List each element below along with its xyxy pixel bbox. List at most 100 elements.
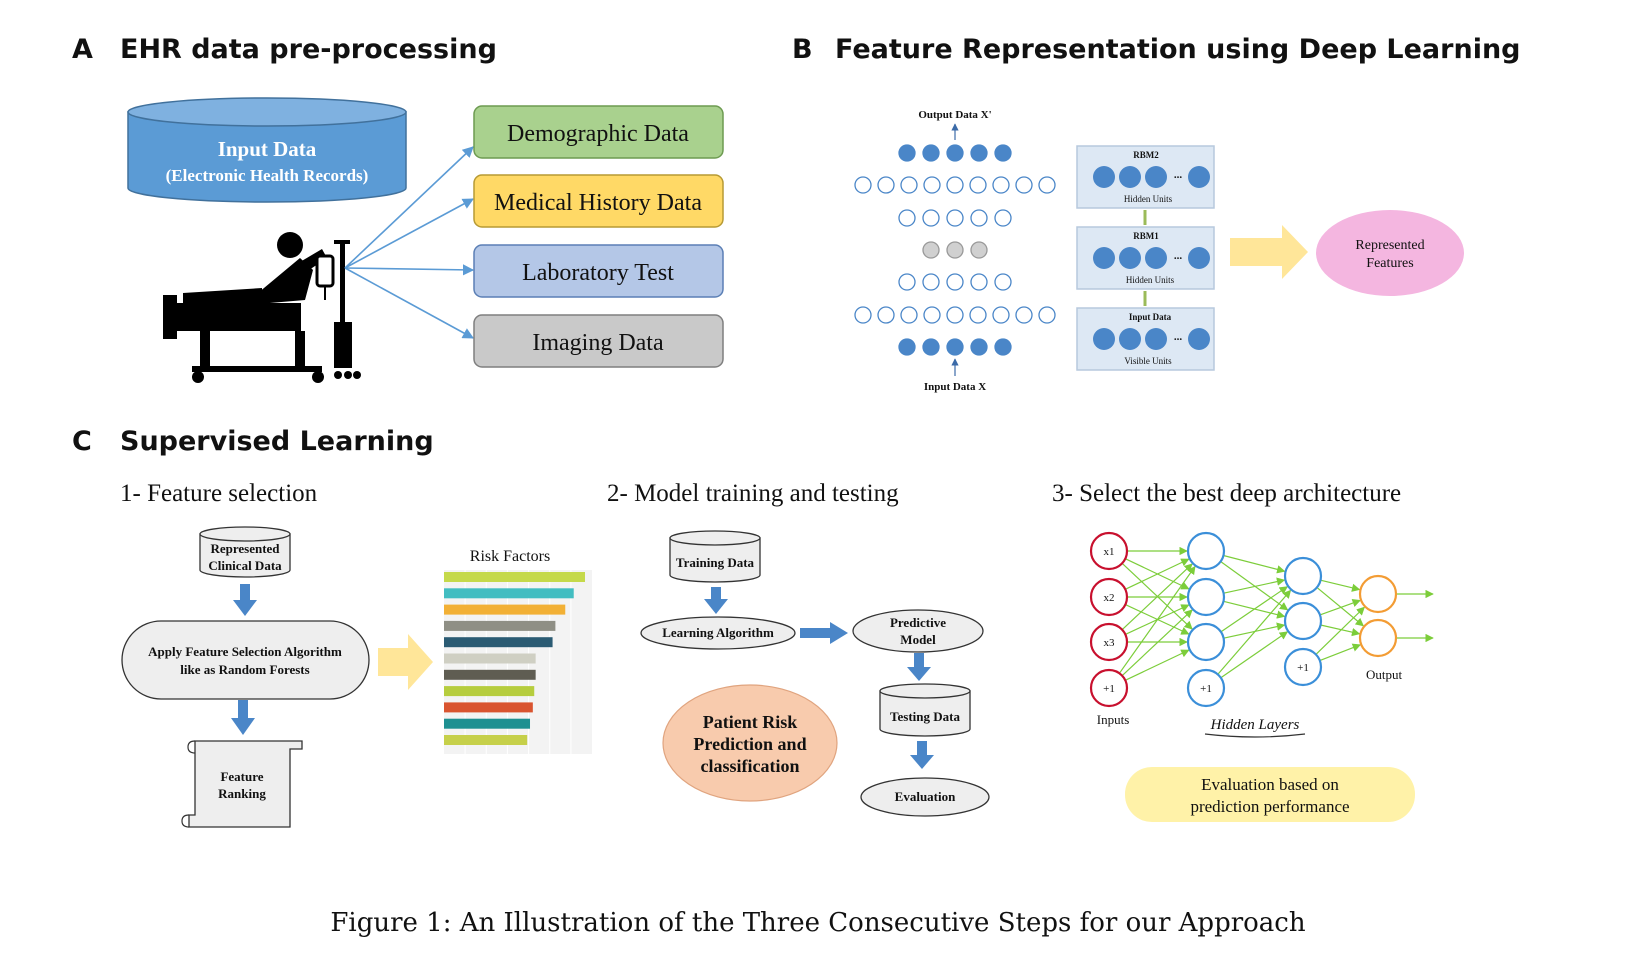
section-c-letter: C (72, 426, 92, 457)
nn-connection (1118, 565, 1196, 674)
nn-connection (1220, 561, 1289, 611)
nn-connection (1220, 631, 1289, 679)
rbm-unit (1188, 328, 1210, 350)
ae-unit (1038, 306, 1056, 324)
risk-chart-title: Risk Factors (470, 548, 550, 565)
ae-unit (970, 338, 988, 356)
step2-down-arrow-2 (907, 653, 931, 681)
ae-unit (922, 273, 940, 291)
nn-connection (1223, 577, 1286, 594)
db-subtitle: (Electronic Health Records) (166, 166, 369, 185)
rbm2-title: RBM2 (1133, 150, 1159, 160)
rbm-unit (1145, 166, 1167, 188)
step1-title: 1- Feature selection (120, 480, 318, 507)
nn-bias-node (1283, 647, 1323, 687)
rbm2-units-label: Hidden Units (1124, 194, 1173, 204)
feature-ranking-scroll (181, 740, 303, 828)
evaluation-label: Evaluation (895, 789, 956, 804)
category-laboratory: Laboratory Test (522, 260, 674, 286)
nn-connection (1319, 643, 1362, 662)
risk-factor-bar (444, 718, 531, 729)
nn-input-node-label: x1 (1104, 546, 1115, 558)
section-b-title: Feature Representation using Deep Learni… (835, 34, 1521, 65)
nn-hidden2-node (1283, 601, 1323, 641)
nn-bias-node-label: +1 (1297, 662, 1309, 674)
category-arrows (344, 146, 475, 339)
rbm-unit (1093, 166, 1115, 188)
nn-input-node-label: +1 (1103, 683, 1115, 695)
ae-unit (994, 209, 1012, 227)
category-imaging: Imaging Data (532, 330, 664, 356)
nn-connection (1223, 554, 1286, 574)
nn-hidden1-node (1186, 531, 1226, 571)
algorithm-line1: Apply Feature Selection Algorithm (148, 644, 342, 659)
evaluation-ellipse (860, 777, 990, 817)
ae-unit (898, 273, 916, 291)
step1-down-arrow-1 (233, 584, 257, 616)
risk-factor-bar (444, 604, 566, 615)
nn-connection (1316, 587, 1365, 627)
ae-unit (946, 273, 964, 291)
hidden-layers-label: Hidden Layers (1210, 717, 1300, 733)
ae-unit (1015, 176, 1033, 194)
rbm1-ellipsis: ... (1174, 250, 1183, 262)
to-risk-chart-arrow (378, 634, 433, 690)
algorithm-line2: like as Random Forests (180, 662, 309, 677)
rbm-input-title: Input Data (1129, 312, 1172, 322)
nn-connection (1121, 563, 1193, 631)
risk-factor-bar (444, 588, 574, 599)
ae-unit (877, 176, 895, 194)
rbm-units (1093, 166, 1210, 350)
ae-unit (900, 176, 918, 194)
nn-output-node (1358, 618, 1398, 658)
nn-hidden1-node (1186, 577, 1226, 617)
rbm-input-ellipsis: ... (1174, 331, 1183, 343)
nn-input-node-label: x3 (1104, 637, 1116, 649)
ae-unit (946, 338, 964, 356)
figure-canvas: Input Data (Electronic Health Records) (121, 97, 1464, 828)
testing-data-cylinder (879, 683, 971, 737)
nn-connections (1118, 546, 1434, 681)
risk-chart-bars (444, 572, 585, 745)
step1-down-arrow-2 (231, 700, 255, 735)
rbm-unit (1093, 247, 1115, 269)
step2-down-arrow-3 (910, 741, 934, 769)
nn-connection (1320, 624, 1361, 637)
section-b-letter: B (792, 34, 813, 65)
represented-features-ellipse (1316, 210, 1464, 296)
ae-unit (946, 306, 964, 324)
rbm-visible-units-label: Visible Units (1124, 356, 1172, 366)
rbm2-ellipsis: ... (1174, 169, 1183, 181)
ae-unit (994, 273, 1012, 291)
risk-factor-bar (444, 735, 528, 745)
to-model-arrow (800, 622, 848, 644)
patient-risk-ellipse (662, 684, 838, 802)
section-c-title: Supervised Learning (120, 426, 434, 457)
category-medical-history: Medical History Data (494, 190, 702, 216)
nn-output-node (1358, 574, 1398, 614)
learning-algorithm-ellipse (640, 616, 796, 650)
testing-data-label: Testing Data (890, 709, 960, 724)
ae-unit (898, 144, 916, 162)
nn-connection (1121, 609, 1193, 677)
ae-unit (923, 176, 941, 194)
category-demographic: Demographic Data (507, 121, 689, 147)
risk-factor-bar (444, 572, 585, 582)
nn-hidden1-node (1186, 622, 1226, 662)
ae-unit (994, 338, 1012, 356)
nn-connection (1220, 586, 1288, 633)
ae-unit (970, 144, 988, 162)
evaluation-performance-pill (1125, 767, 1415, 822)
section-a-letter: A (72, 34, 93, 65)
nn-connection (1125, 649, 1190, 681)
training-data-cylinder (669, 530, 761, 583)
rbm-unit (1145, 247, 1167, 269)
risk-factor-bar (444, 653, 536, 664)
ae-unit (946, 241, 964, 259)
ae-unit (969, 176, 987, 194)
nn-connection (1315, 606, 1365, 655)
ae-unit (946, 176, 964, 194)
db-title: Input Data (218, 137, 317, 161)
